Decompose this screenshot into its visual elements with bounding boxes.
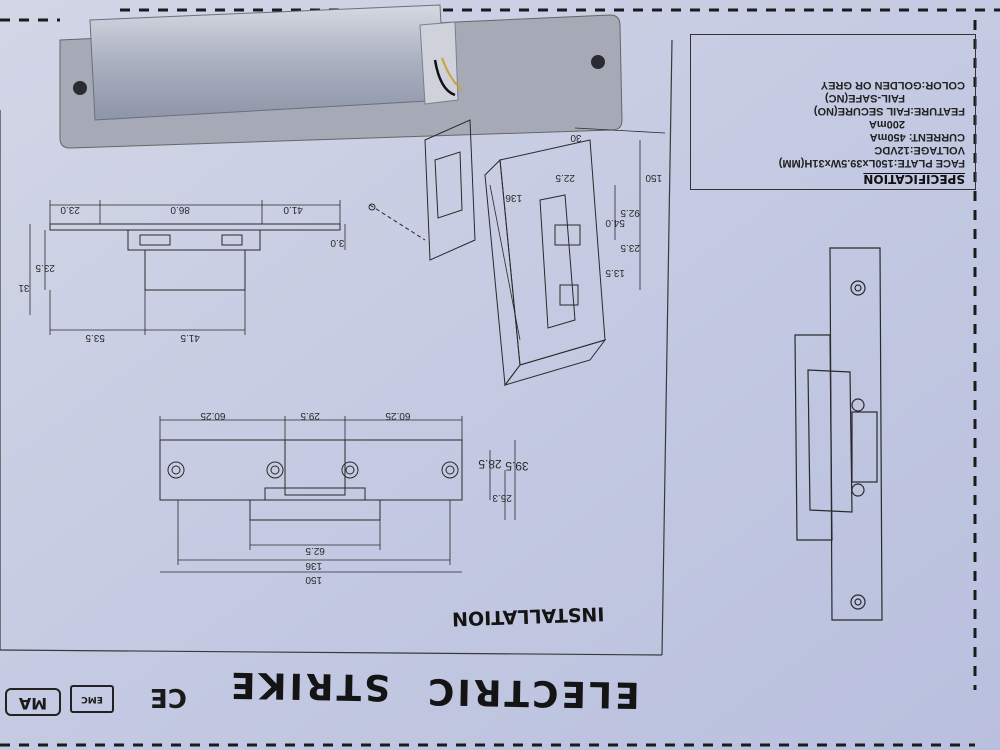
dim-label: 41.0 xyxy=(283,204,303,215)
front-view-drawing xyxy=(159,416,516,573)
dim-label: 3.0 xyxy=(330,237,344,248)
spec-current-2: 200mA xyxy=(868,118,905,130)
dim-label: 23.5 xyxy=(620,242,640,253)
dim-label: 25.3 xyxy=(492,492,512,503)
dim-label: 62.5 xyxy=(305,545,325,556)
dim-label: 30 xyxy=(570,132,582,143)
title-strike: STRIKE xyxy=(227,663,391,708)
screw-hole xyxy=(73,81,87,95)
dim-label: 31 xyxy=(18,282,30,293)
ma-logo: MA xyxy=(5,688,61,716)
side-view-drawing xyxy=(29,200,346,335)
isometric-drawing xyxy=(368,119,666,387)
dim-label: 150 xyxy=(645,172,662,183)
dim-label: 22.5 xyxy=(555,172,575,183)
emc-logo: EMC xyxy=(70,685,114,713)
dim-label: 39.5 xyxy=(505,459,529,473)
spec-color: COLOR:GOLDEN OR GREY xyxy=(820,79,965,91)
specification-box: SPECIFICATION FACE PLATE:150Lx39.5Wx31H(… xyxy=(690,34,976,190)
dim-label: 92.5 xyxy=(620,207,640,218)
dim-label: 54.0 xyxy=(605,217,625,228)
dim-label: 86.0 xyxy=(170,204,190,215)
spec-feature-2: FAIL-SAFE(NC) xyxy=(824,92,905,104)
dim-label: 29.5 xyxy=(300,410,320,421)
dim-label: 60.25 xyxy=(385,410,410,421)
title-electric: ELECTRIC xyxy=(424,670,640,715)
dim-label: 13.5 xyxy=(605,267,625,278)
screw-hole xyxy=(591,55,605,69)
dim-label: 53.5 xyxy=(85,332,105,343)
electric-strike-device-photo xyxy=(59,4,623,149)
dim-label: 23.0 xyxy=(60,204,80,215)
spec-face-plate: FACE PLATE:150Lx39.5Wx31H(MM) xyxy=(778,157,965,169)
profile-drawing xyxy=(794,247,883,621)
specification-heading: SPECIFICATION xyxy=(863,172,965,186)
dim-label: 41.5 xyxy=(180,332,200,343)
dim-label: 136 xyxy=(505,192,522,203)
dim-label: 28.5 xyxy=(478,457,502,471)
spec-current: CURRENT: 450mA xyxy=(869,131,965,143)
spec-feature: FEATURE:FAIL SECURE(NO) xyxy=(813,105,965,117)
dimension-labels: 23.0 86.0 41.0 31 23.5 3.0 53.5 41.5 60.… xyxy=(18,132,662,585)
spec-voltage: VOLTAGE:12VDC xyxy=(874,144,965,156)
dim-label: 60.25 xyxy=(200,410,225,421)
dim-label: 136 xyxy=(305,560,322,571)
dim-label: 150 xyxy=(305,574,322,585)
ce-logo: CE xyxy=(150,682,187,712)
panel-lines xyxy=(0,39,673,656)
dim-label: 23.5 xyxy=(35,262,55,273)
dashed-border xyxy=(0,8,1000,747)
